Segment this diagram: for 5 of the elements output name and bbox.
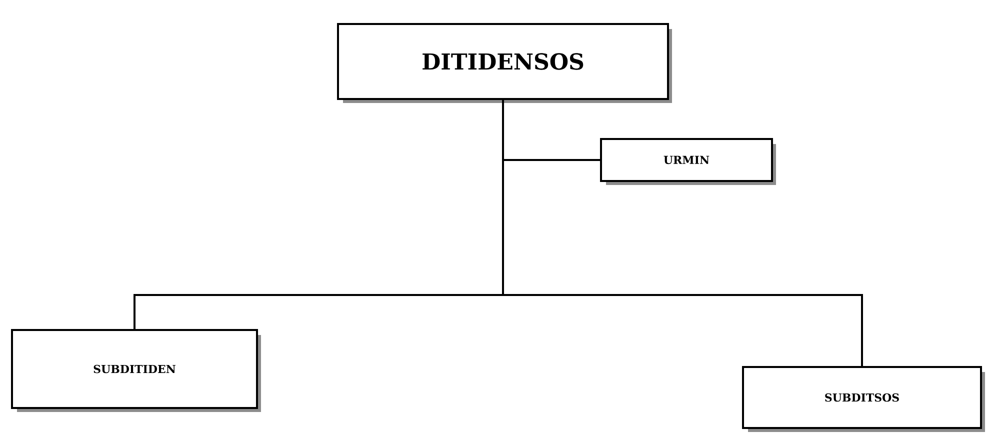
org-box: DITIDENSOS [337,23,672,103]
org-box: SUBDITSOS [742,366,985,432]
org-box: SUBDITIDEN [11,329,261,412]
connector-line [502,100,863,366]
org-box: URMIN [600,138,776,185]
